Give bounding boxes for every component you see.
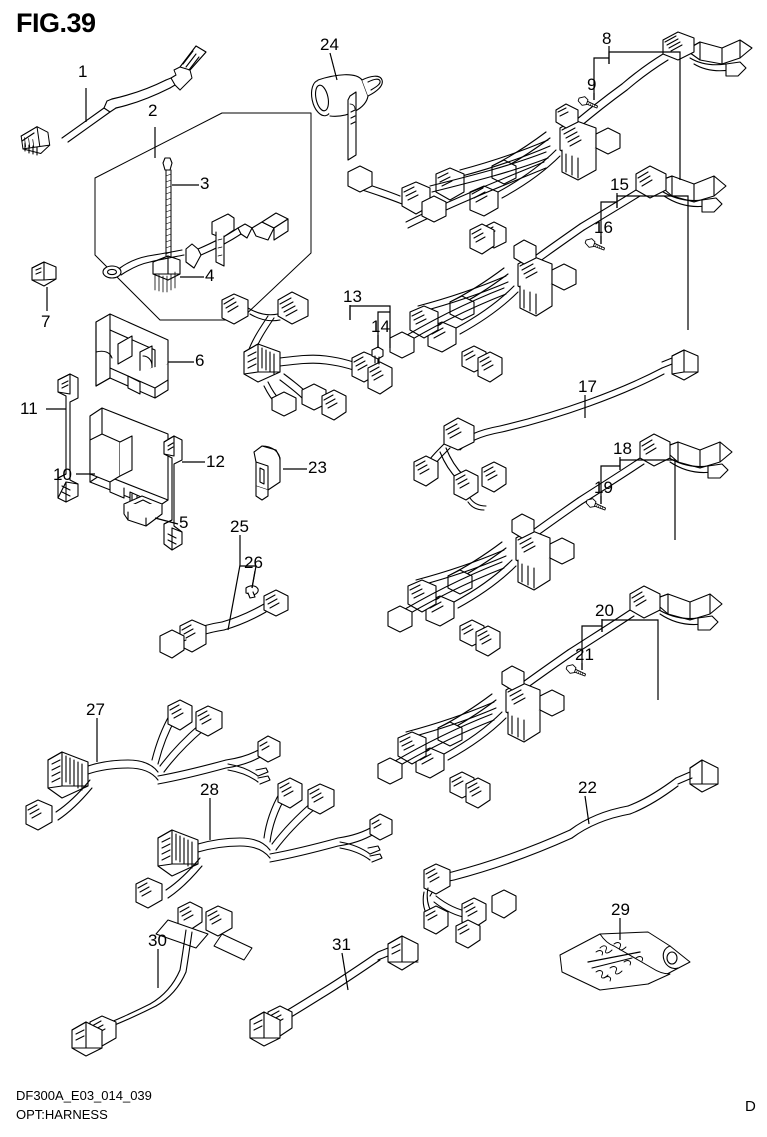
callout-28: 28 [200, 780, 219, 799]
part-25-harness [159, 589, 289, 659]
callout-2: 2 [148, 101, 158, 120]
part-17-cable [413, 349, 699, 511]
part-5-grommet [123, 495, 163, 527]
part-20-harness [377, 585, 723, 809]
callout-16: 16 [594, 218, 613, 237]
part-27-harness [25, 699, 281, 831]
part-29-manual [559, 931, 691, 991]
part-2-group-box [94, 112, 312, 321]
callout-30: 30 [148, 931, 167, 950]
callout-15: 15 [610, 175, 629, 194]
part-9-bolt [576, 94, 600, 111]
callout-11: 11 [20, 399, 38, 418]
callout-26: 26 [244, 553, 263, 572]
part-13-harness [221, 291, 393, 421]
callout-10: 10 [53, 465, 72, 484]
callout-19: 19 [594, 478, 613, 497]
callout-23: 23 [308, 458, 327, 477]
part-12-bracket [163, 435, 183, 551]
callout-21: 21 [575, 645, 594, 664]
part-28-harness [135, 777, 393, 909]
part-1-harness [19, 45, 207, 157]
figure-title: FIG.39 [16, 8, 96, 38]
callout-29: 29 [611, 900, 630, 919]
callout-14: 14 [371, 317, 390, 336]
part-2-inline-connector [185, 212, 289, 269]
callout-8: 8 [602, 29, 612, 48]
callout-9: 9 [587, 75, 597, 94]
callout-4: 4 [205, 266, 215, 285]
callout-13: 13 [343, 287, 362, 306]
callout-24: 24 [320, 35, 339, 54]
callout-1: 1 [78, 62, 88, 81]
callout-17: 17 [578, 377, 597, 396]
callout-25: 25 [230, 517, 249, 536]
callout-3: 3 [200, 174, 210, 193]
part-22-harness [422, 759, 719, 949]
part-2-ground-lead [102, 249, 185, 279]
part-23-clip [253, 445, 281, 501]
callout-31: 31 [332, 935, 351, 954]
part-8-harness [347, 31, 753, 255]
part-15-harness [389, 165, 727, 383]
part-24-sensor [310, 74, 383, 161]
callout-22: 22 [578, 778, 597, 797]
part-19-bolt [584, 496, 608, 513]
drawing-id: DF300A_E03_014_039 [16, 1088, 152, 1103]
callout-18: 18 [613, 439, 632, 458]
section-label: OPT:HARNESS [16, 1106, 108, 1122]
part-7-cap [31, 261, 57, 287]
footer: DF300A_E03_014_039 OPT:HARNESS [16, 1087, 152, 1125]
callout-6: 6 [195, 351, 205, 370]
part-4-terminal [152, 255, 181, 293]
callout-7: 7 [41, 312, 51, 331]
part-26-clip [245, 585, 259, 599]
part-30-harness [71, 901, 253, 1057]
callout-5: 5 [179, 513, 189, 532]
part-6-cover [95, 313, 169, 399]
part-16-bolt [583, 236, 607, 253]
callout-27: 27 [86, 700, 105, 719]
callout-12: 12 [206, 452, 225, 471]
part-31-harness [249, 935, 419, 1047]
part-21-bolt [564, 662, 588, 679]
corner-mark: D [745, 1098, 756, 1115]
part-18-harness [387, 433, 733, 657]
callout-20: 20 [595, 601, 614, 620]
part-11-bracket [57, 373, 79, 503]
leader-lines [46, 46, 689, 991]
part-10-ecu [89, 407, 169, 511]
